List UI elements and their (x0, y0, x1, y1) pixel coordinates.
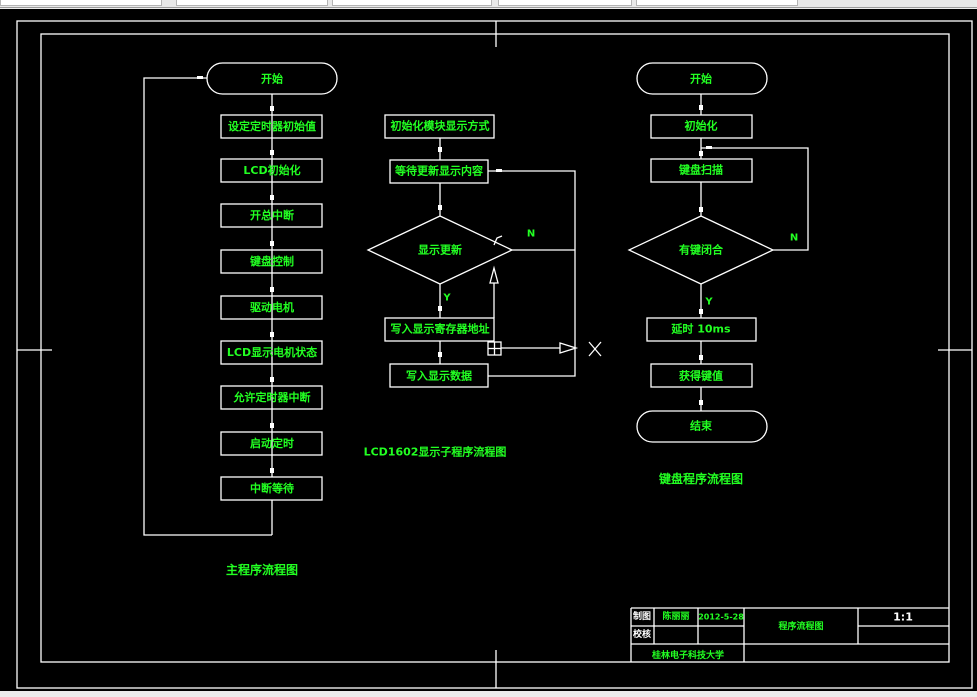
arrow-mark (699, 355, 703, 360)
main-step-label: 开总中断 (250, 208, 294, 222)
toolbar-field[interactable] (0, 0, 162, 6)
arrow-mark (270, 241, 274, 246)
check-label: 校核 (633, 628, 651, 640)
key-start-label: 开始 (690, 72, 712, 86)
key-step-label: 键盘扫描 (678, 163, 723, 177)
main-step-label: LCD初始化 (243, 163, 300, 177)
lcd-no-label: N (527, 229, 535, 240)
main-step-label: 启动定时 (250, 436, 294, 450)
toolbar-field[interactable] (176, 0, 328, 6)
key-decision-label: 有键闭合 (679, 243, 724, 257)
lcd-flow-title: LCD1602显示子程序流程图 (364, 445, 507, 459)
drawing-canvas[interactable]: 开始 设定定时器初始值 LCD初始化开总中断键盘控制驱动电机 LCD显示电机状态允许… (0, 9, 977, 691)
arrow-mark (270, 106, 274, 111)
arrow-mark (270, 423, 274, 428)
arrow-mark (270, 377, 274, 382)
drawn-by-label: 制图 (633, 610, 651, 622)
lcd-step-label: 初始化模块显示方式 (391, 119, 490, 133)
toolbar-field[interactable] (332, 0, 492, 6)
lcd-step-label: 写入显示寄存器地址 (391, 322, 490, 336)
arrow-mark (438, 205, 442, 210)
key-step-label: 初始化 (685, 119, 718, 133)
main-step-label: 允许定时器中断 (233, 390, 311, 404)
scale-value: 1:1 (893, 611, 913, 624)
key-step-label: 延时 10ms (670, 322, 731, 336)
drawn-by-value: 陈丽丽 (662, 610, 689, 622)
key-flow-title: 键盘程序流程图 (658, 471, 743, 486)
arrow-mark (270, 150, 274, 155)
arrow-mark (699, 207, 703, 212)
arrow-mark (699, 105, 703, 110)
main-start-label: 开始 (261, 72, 283, 86)
key-end-terminal (636, 410, 768, 443)
main-step-label: 键盘控制 (249, 254, 294, 268)
arrow-mark (270, 468, 274, 473)
key-end-label: 结束 (689, 419, 713, 433)
outer-frame (16, 20, 973, 689)
toolbar-field[interactable] (636, 0, 798, 6)
key-yes-label: Y (704, 297, 713, 308)
lcd-decision-label: 显示更新 (418, 243, 462, 257)
main-flow-title: 主程序流程图 (226, 562, 298, 577)
inner-frame (40, 33, 950, 663)
arrow-mark (699, 151, 703, 156)
arrow-mark (197, 76, 203, 79)
lcd-loop-line (488, 170, 576, 377)
key-step-label: 获得键值 (679, 369, 723, 383)
arrow-mark (270, 287, 274, 292)
key-start-terminal (636, 62, 768, 95)
arrow-mark (438, 352, 442, 357)
lcd-step-label: 写入显示数据 (406, 369, 472, 383)
lcd-step-label: 等待更新显示内容 (394, 164, 483, 178)
arrow-mark (438, 147, 442, 152)
arrow-mark (706, 146, 712, 149)
arrow-mark (496, 169, 502, 172)
status-bar (0, 691, 977, 697)
toolbar-field[interactable] (498, 0, 632, 6)
main-step-label: LCD显示电机状态 (227, 345, 317, 359)
date-value: 2012-5-28 (698, 613, 744, 622)
arrow-mark (699, 309, 703, 314)
main-step-label: 设定定时器初始值 (228, 119, 316, 133)
arrow-mark (699, 400, 703, 405)
drawing-name-value: 程序流程图 (778, 620, 823, 632)
arrow-mark (438, 306, 442, 311)
lcd-yes-label: Y (442, 293, 451, 304)
key-no-label: N (790, 233, 798, 244)
main-loop-line (143, 77, 272, 536)
main-step-label: 驱动电机 (250, 300, 294, 314)
grip-arrow-up (489, 265, 499, 284)
school-value: 桂林电子科技大学 (651, 649, 724, 661)
grip-arrow-right (559, 342, 579, 354)
arrow-mark (270, 195, 274, 200)
arrow-mark (270, 332, 274, 337)
main-step-label: 中断等待 (250, 481, 294, 495)
cad-toolbar (0, 0, 977, 8)
key-loop-line (701, 147, 809, 251)
